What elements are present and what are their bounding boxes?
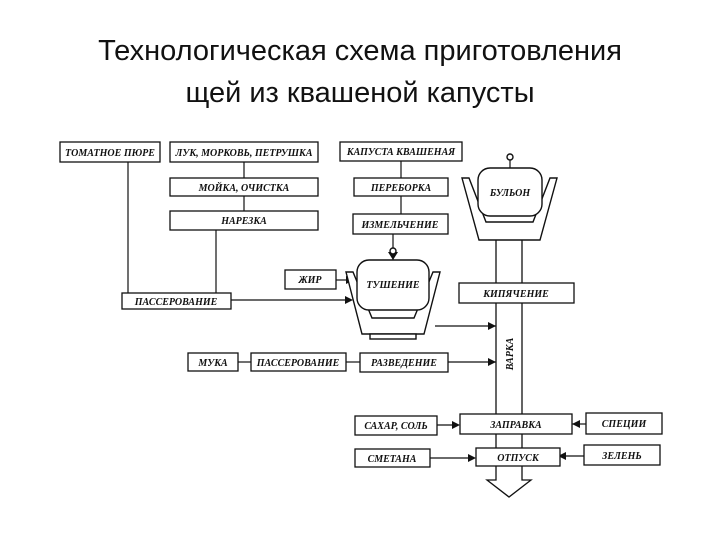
label-boiling: КИПЯЧЕНИЕ: [482, 289, 549, 300]
label-cooking: ВАРКА: [505, 337, 516, 371]
arrow-dilute-cook: [488, 358, 496, 366]
title-line-1: Технологическая схема приготовления: [98, 35, 622, 67]
box-vegetables: [169, 141, 319, 163]
label-sugar-salt: САХАР, СОЛЬ: [364, 421, 427, 432]
arrow-sourcream-serve: [468, 454, 476, 462]
box-tomato-puree: [59, 141, 161, 163]
label-tomato-puree: ТОМАТНОЕ ПЮРЕ: [65, 148, 155, 159]
box-boiling: [458, 282, 575, 304]
label-sorting: ПЕРЕБОРКА: [370, 183, 432, 194]
box-sauteing-2: [250, 352, 347, 372]
stewing-vessel: [345, 247, 441, 340]
box-sour-cream: [354, 448, 431, 468]
label-flour: МУКА: [197, 358, 228, 369]
label-sour-cream: СМЕТАНА: [368, 454, 417, 465]
box-diluting: [359, 352, 449, 373]
label-vegetables: ЛУК, МОРКОВЬ, ПЕТРУШКА: [175, 148, 313, 159]
box-sugar-salt: [354, 415, 438, 436]
label-fat: ЖИР: [297, 275, 322, 286]
title-line-2: щей из квашеной капусты: [185, 77, 535, 109]
label-spices: СПЕЦИИ: [602, 419, 648, 430]
box-sauerkraut: [339, 141, 463, 162]
box-fat: [284, 269, 337, 290]
label-greens: ЗЕЛЕНЬ: [601, 451, 641, 462]
box-grinding: [352, 213, 449, 235]
box-greens: [583, 444, 661, 466]
box-sauteing-1: [121, 292, 232, 310]
box-serving: [475, 447, 561, 467]
label-sauteing-2: ПАССЕРОВАНИЕ: [256, 358, 340, 369]
box-spices: [585, 412, 663, 435]
label-seasoning: ЗАПРАВКА: [489, 420, 542, 431]
box-cutting: [169, 210, 319, 231]
label-grinding: ИЗМЕЛЬЧЕНИЕ: [361, 220, 439, 231]
label-diluting: РАЗВЕДЕНИЕ: [371, 358, 437, 369]
broth-vessel: [461, 153, 558, 241]
arrow-sugar-season: [452, 421, 460, 429]
label-cutting: НАРЕЗКА: [220, 216, 267, 227]
arrow-saute-stew: [345, 296, 353, 304]
arrow-spices-season: [572, 420, 580, 428]
diagram-title: Технологическая схема приготовления щей …: [0, 30, 720, 114]
box-washing: [169, 177, 319, 197]
label-broth: БУЛЬОН: [489, 188, 531, 199]
label-stewing: ТУШЕНИЕ: [366, 280, 420, 291]
label-sauerkraut: КАПУСТА КВАШЕНАЯ: [346, 147, 456, 158]
label-washing: МОЙКА, ОЧИСТКА: [198, 182, 290, 194]
box-sorting: [353, 177, 449, 197]
box-seasoning: [459, 413, 573, 435]
box-flour: [187, 352, 239, 372]
arrow-stew-cook: [488, 322, 496, 330]
label-sauteing-1: ПАССЕРОВАНИЕ: [134, 297, 218, 308]
arrow-greens-serve: [558, 452, 566, 460]
label-serving: ОТПУСК: [497, 453, 540, 464]
